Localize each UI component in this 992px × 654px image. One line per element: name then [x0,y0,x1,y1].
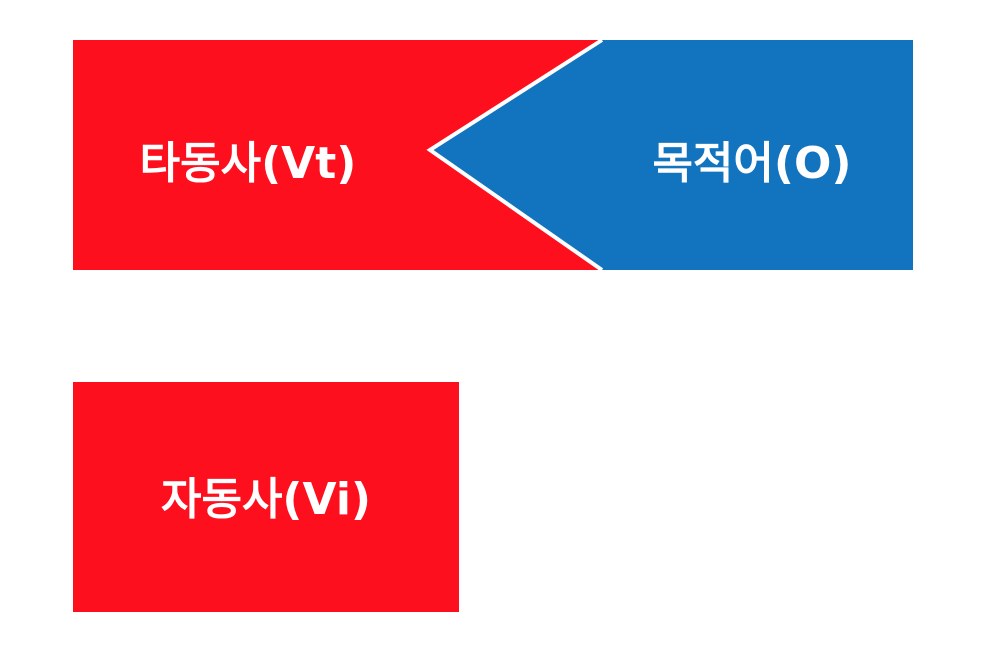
intransitive-verb-label: 자동사(Vi) [161,474,371,525]
intransitive-verb-block [73,382,459,612]
object-label: 목적어(O) [652,138,851,189]
block-divider [426,38,604,272]
intransitive-verb-row: 자동사(Vi) [73,382,459,612]
transitive-verb-block [73,40,602,270]
transitive-verb-row: 타동사(Vt) 목적어(O) [73,38,913,272]
transitive-verb-label: 타동사(Vt) [140,138,357,189]
object-arrow-block [430,40,913,270]
